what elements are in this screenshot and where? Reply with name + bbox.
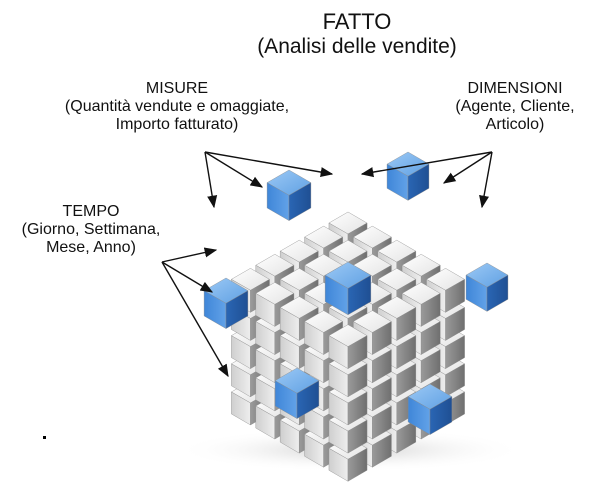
fatto-title: FATTO [322,9,392,34]
blue-cube-icon [266,169,312,221]
tempo-line-1: (Giorno, Settimana, [21,220,161,238]
arrow-icon [161,261,214,293]
arrow-icon [442,151,493,184]
blue-cube-icon [407,383,453,435]
blue-cube-icon [274,367,320,419]
arrow-icon [360,151,493,178]
arrow-icon [204,151,218,209]
arrow-icon [204,151,334,178]
blue-cube-icon [465,262,509,312]
tempo-title: TEMPO [62,203,120,220]
dimensioni-line-1: (Agente, Cliente, [455,97,575,115]
misure-label: MISURE (Quantità vendute e omaggiate, Im… [22,80,332,134]
cube-grid [203,151,509,482]
fatto-subtitle: (Analisi delle vendite) [257,34,457,58]
arrow-icon [204,151,264,188]
arrows [161,151,493,378]
stray-dot [43,436,46,439]
dimensioni-title: DIMENSIONI [467,80,563,97]
dimensioni-line-2: Articolo) [485,115,545,133]
fatto-label: FATTO (Analisi delle vendite) [227,9,487,58]
misure-line-2: Importo fatturato) [115,115,239,133]
arrow-icon [479,151,493,209]
blue-cube-icon [386,151,430,201]
dimensioni-label: DIMENSIONI (Agente, Cliente, Articolo) [440,80,590,134]
misure-title: MISURE [145,80,209,97]
blue-cube-icon [324,261,372,316]
tempo-label: TEMPO (Giorno, Settimana, Mese, Anno) [0,203,182,257]
blue-cube-icon [203,277,249,329]
misure-line-1: (Quantità vendute e omaggiate, [64,97,290,115]
cube-icon [328,324,368,369]
arrow-icon [161,247,218,263]
arrow-icon [161,261,229,378]
tempo-line-2: Mese, Anno) [46,238,136,256]
